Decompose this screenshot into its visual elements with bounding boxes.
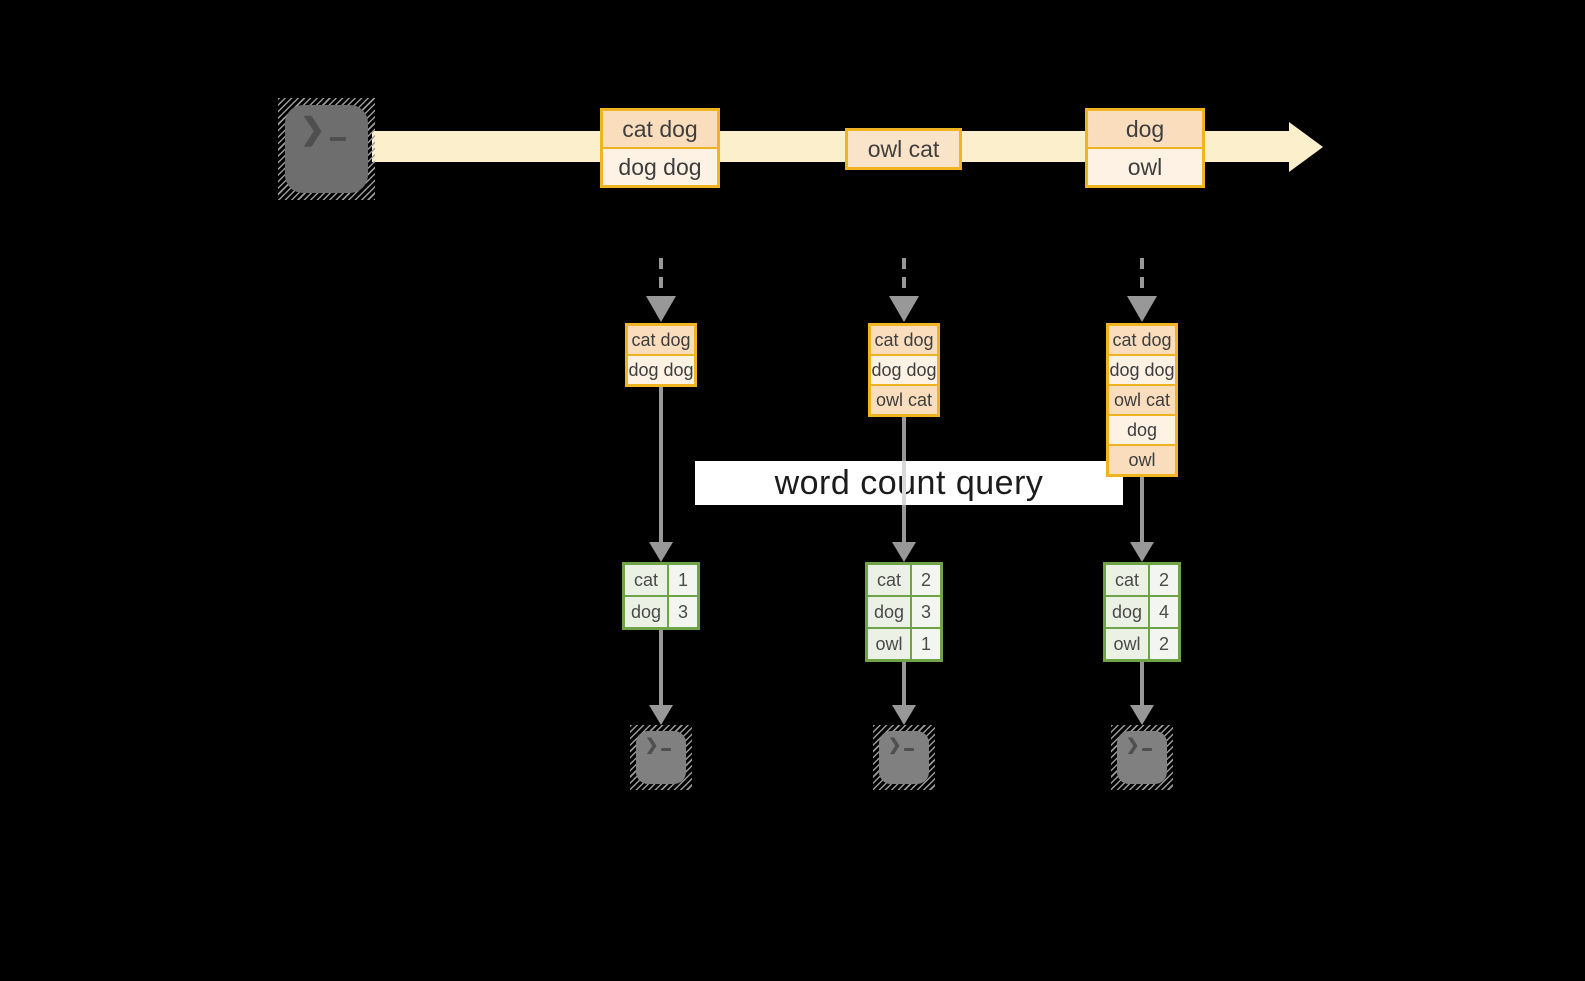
micro-batch-stack-2: cat dog dog dog owl cat	[868, 323, 940, 417]
arrowhead-icon	[892, 542, 916, 562]
count-cell: 4	[1150, 597, 1178, 627]
count-cell: 1	[912, 629, 940, 659]
arrowhead-icon	[649, 705, 673, 725]
batch-cell: cat dog	[1109, 326, 1175, 356]
batch-cell: owl cat	[1109, 386, 1175, 416]
count-cell: 2	[1150, 565, 1178, 595]
arrowhead-icon	[1130, 542, 1154, 562]
arrowhead-icon	[1130, 705, 1154, 725]
word-count-table-1: cat 1 dog 3	[622, 562, 700, 630]
micro-batch-stack-1: cat dog dog dog	[625, 323, 697, 387]
word-cell: owl	[1106, 629, 1148, 659]
batch-cell: dog	[1109, 416, 1175, 446]
arrowhead-icon	[646, 296, 676, 322]
count-cell: 1	[669, 565, 697, 595]
word-cell: dog	[868, 597, 910, 627]
query-band: word count query	[695, 461, 1123, 505]
down-connector	[659, 630, 663, 705]
event-cell: cat dog	[603, 111, 717, 149]
down-connector	[1140, 662, 1144, 705]
terminal-sink-icon-1: ❯	[630, 725, 692, 790]
prompt-cursor-icon	[330, 137, 347, 141]
stream-event-box-1: cat dog dog dog	[600, 108, 720, 188]
event-cell: owl cat	[848, 131, 959, 167]
prompt-chevron-icon: ❯	[300, 113, 326, 146]
terminal-screen: ❯	[636, 731, 686, 784]
word-cell: dog	[625, 597, 667, 627]
event-cell: dog	[1088, 111, 1202, 149]
word-cell: cat	[868, 565, 910, 595]
stream-event-box-2: owl cat	[845, 128, 962, 170]
dashed-down-arrow	[1140, 258, 1144, 298]
prompt-chevron-icon: ❯	[888, 737, 902, 754]
word-count-table-2: cat 2 dog 3 owl 1	[865, 562, 943, 662]
terminal-source-icon: ❯	[278, 98, 375, 200]
word-cell: cat	[625, 565, 667, 595]
word-cell: cat	[1106, 565, 1148, 595]
micro-batch-stack-3: cat dog dog dog owl cat dog owl	[1106, 323, 1178, 477]
down-connector	[659, 387, 663, 542]
count-cell: 3	[912, 597, 940, 627]
arrowhead-icon	[892, 705, 916, 725]
terminal-screen: ❯	[1117, 731, 1167, 784]
word-cell: dog	[1106, 597, 1148, 627]
stream-arrowhead-icon	[1289, 122, 1323, 172]
batch-cell: dog dog	[628, 356, 694, 384]
terminal-sink-icon-2: ❯	[873, 725, 935, 790]
arrowhead-icon	[1127, 296, 1157, 322]
count-cell: 3	[669, 597, 697, 627]
batch-cell: cat dog	[628, 326, 694, 356]
terminal-sink-icon-3: ❯	[1111, 725, 1173, 790]
prompt-cursor-icon	[904, 748, 915, 751]
word-count-table-3: cat 2 dog 4 owl 2	[1103, 562, 1181, 662]
query-label: word count query	[774, 464, 1044, 502]
batch-cell: cat dog	[871, 326, 937, 356]
arrowhead-icon	[889, 296, 919, 322]
arrowhead-icon	[649, 542, 673, 562]
event-cell: owl	[1088, 149, 1202, 185]
connector-over-band	[902, 461, 906, 505]
terminal-screen: ❯	[879, 731, 929, 784]
down-connector	[1140, 477, 1144, 542]
batch-cell: dog dog	[871, 356, 937, 386]
prompt-cursor-icon	[1142, 748, 1153, 751]
dashed-down-arrow	[659, 258, 663, 298]
prompt-chevron-icon: ❯	[645, 737, 659, 754]
dashed-down-arrow	[902, 258, 906, 298]
count-cell: 2	[1150, 629, 1178, 659]
stream-event-box-3: dog owl	[1085, 108, 1205, 188]
batch-cell: owl	[1109, 446, 1175, 474]
prompt-cursor-icon	[661, 748, 672, 751]
batch-cell: owl cat	[871, 386, 937, 414]
down-connector	[902, 662, 906, 705]
word-cell: owl	[868, 629, 910, 659]
batch-cell: dog dog	[1109, 356, 1175, 386]
event-cell: dog dog	[603, 149, 717, 185]
terminal-screen: ❯	[285, 105, 368, 193]
count-cell: 2	[912, 565, 940, 595]
prompt-chevron-icon: ❯	[1126, 737, 1140, 754]
